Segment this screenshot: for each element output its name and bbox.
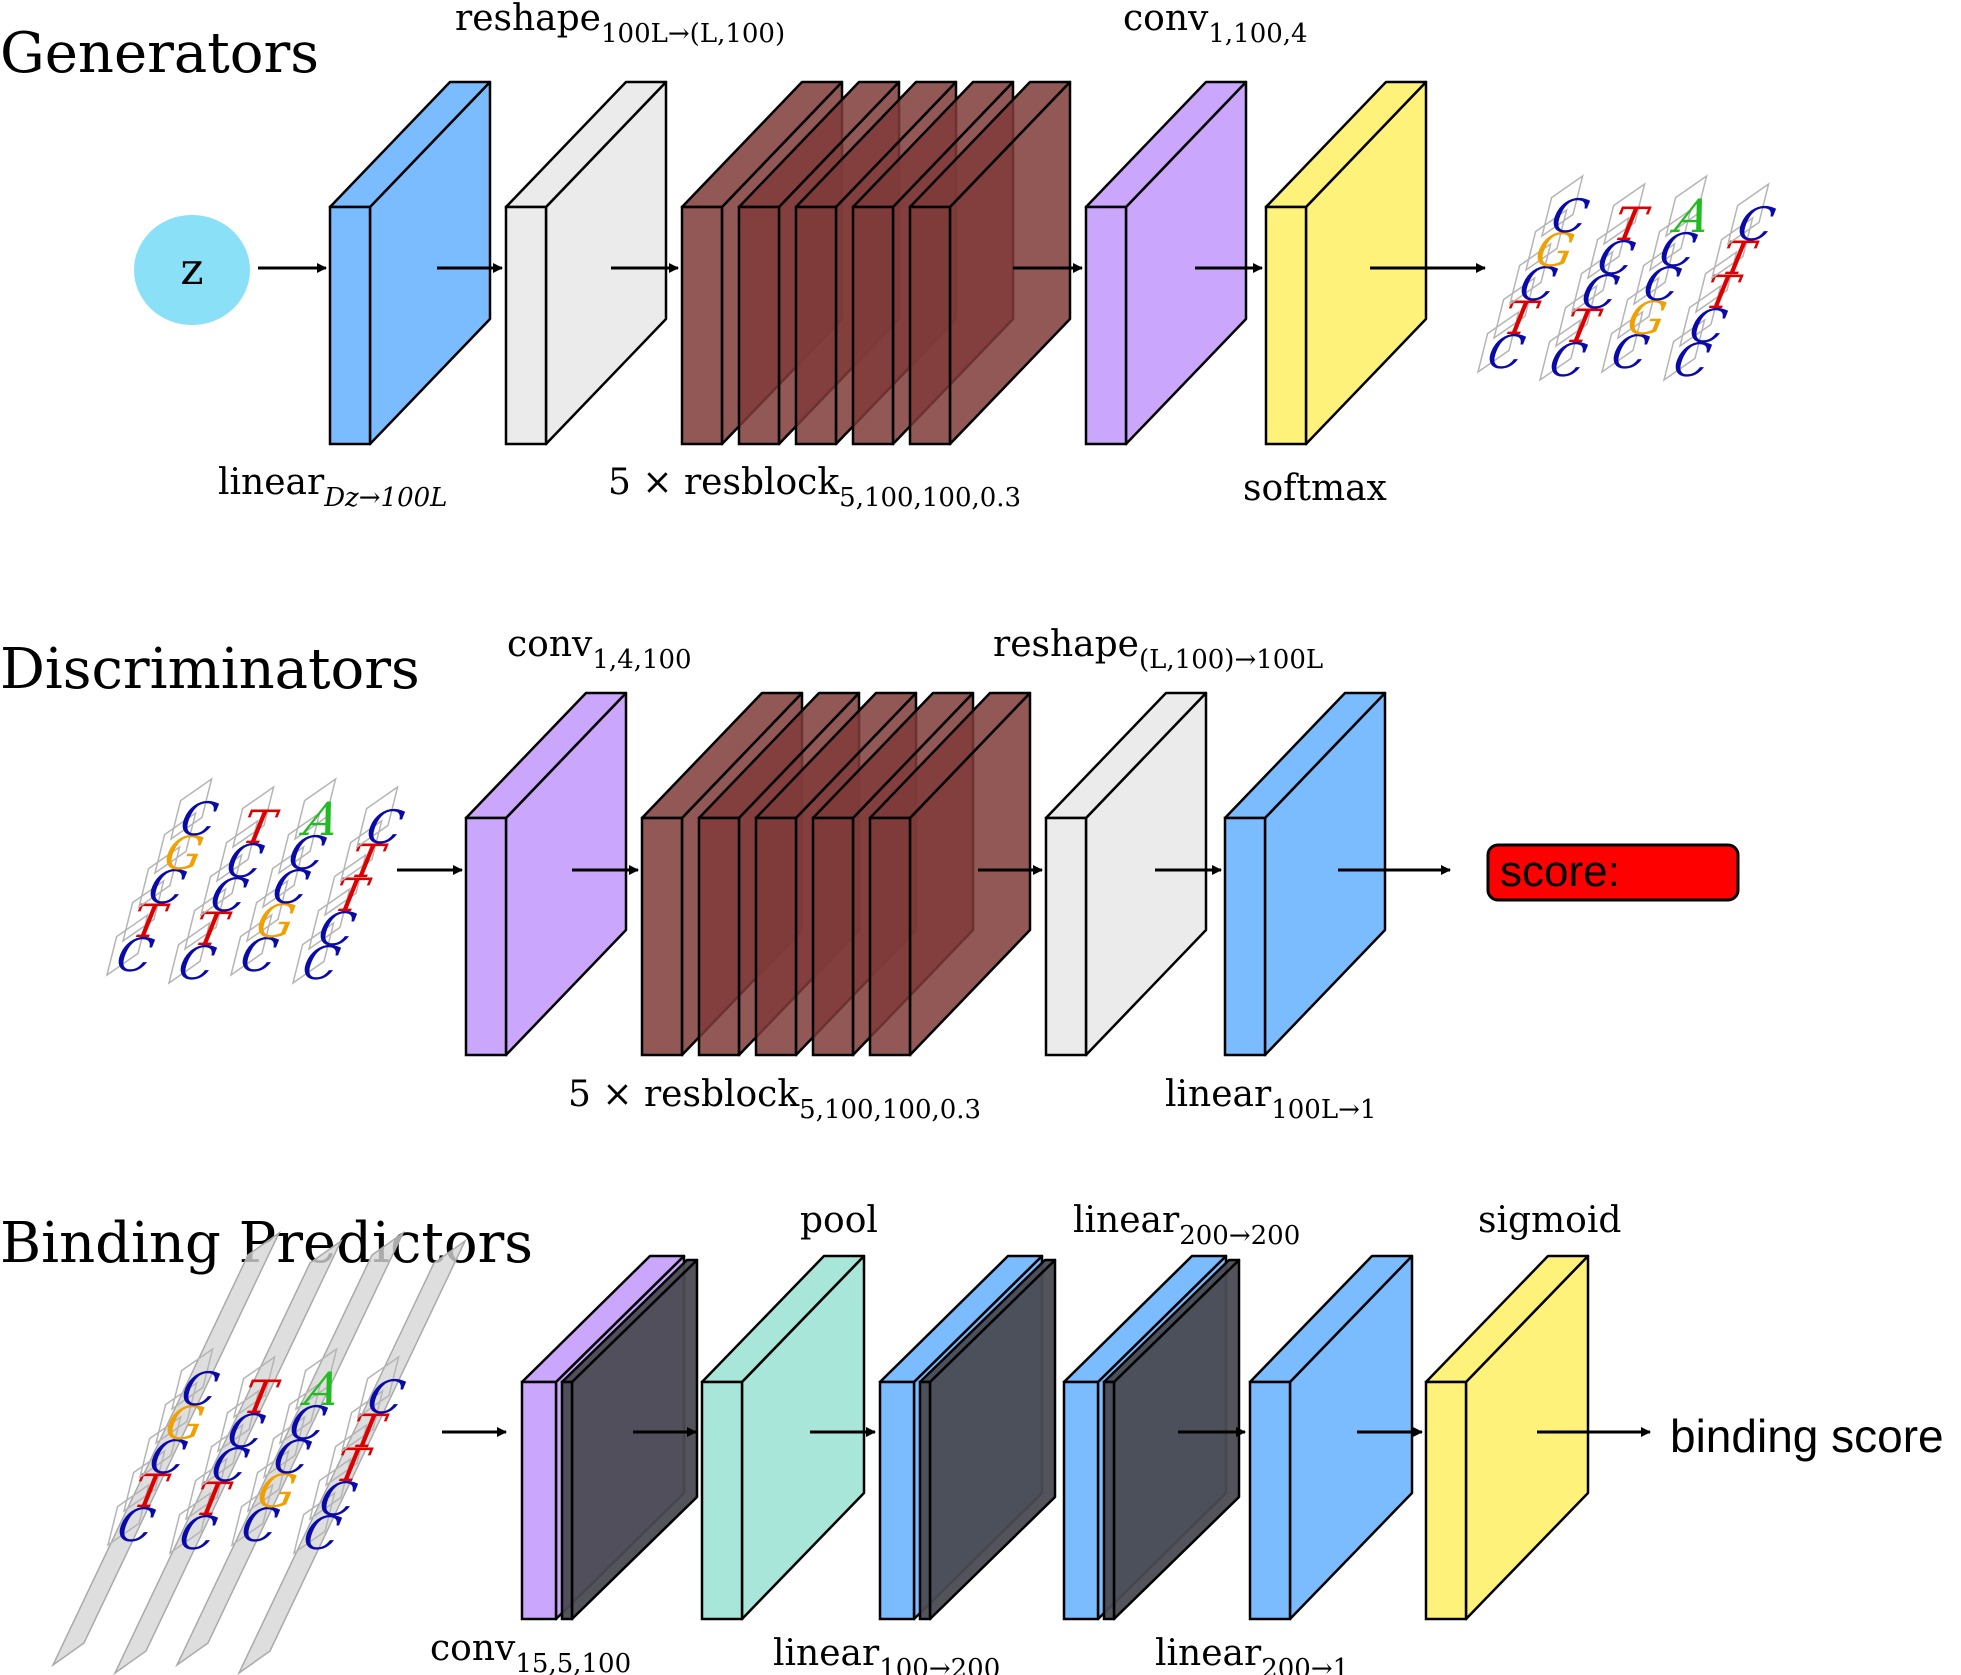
bind-linear-top-label: linear200→200 — [1073, 1200, 1300, 1251]
resblock-slab — [868, 691, 1032, 1057]
nucleotide-letter: T — [1603, 199, 1655, 252]
discriminator-linear-slab — [1223, 691, 1387, 1057]
generator-conv-slab — [1084, 80, 1248, 446]
nucleotide-letter: C — [1727, 199, 1784, 252]
binding-pool-layer — [700, 1254, 866, 1621]
gen-reshape-label: reshape100L→(L,100) — [455, 0, 785, 49]
binding-linear-a-activation-slab — [918, 1258, 1057, 1621]
generator-reshape-slab — [504, 80, 668, 446]
nucleotide-letter: C — [170, 794, 227, 847]
nucleotide-letter: C — [171, 1364, 228, 1417]
generator-linear-slab — [328, 80, 492, 446]
resblock-slab — [908, 80, 1072, 446]
binding-linear-b-slab — [1248, 1254, 1414, 1621]
generator-latent-node: z — [134, 215, 250, 325]
generator-conv-layer — [1084, 80, 1248, 446]
binding-linear-100-200-layer — [878, 1254, 1057, 1621]
binding-sigmoid-layer — [1424, 1254, 1590, 1621]
nucleotide-letter: T — [232, 802, 284, 855]
gen-resblock-label: 5 × resblock5,100,100,0.3 — [608, 462, 1021, 513]
score-label: score: — [1500, 847, 1620, 896]
disc-reshape-label: reshape(L,100)→100L — [993, 624, 1323, 675]
discriminator-conv-slab — [464, 691, 628, 1057]
nucleotide-letter: T — [233, 1372, 285, 1425]
bind-linear-a-label: linear100→200 — [773, 1633, 1000, 1675]
discriminator-score-output: score: — [1486, 843, 1740, 902]
gen-softmax-label: softmax — [1243, 468, 1387, 509]
binding-score-output-label: binding score — [1670, 1410, 1944, 1462]
bind-sigmoid-label: sigmoid — [1478, 1200, 1621, 1241]
discriminator-resblock-stack — [640, 691, 1032, 1057]
nucleotide-letter: A — [294, 1364, 350, 1417]
section-title-generators: Generators — [0, 21, 319, 86]
disc-conv-label: conv1,4,100 — [507, 624, 692, 675]
gen-linear-label: linearDz→100L — [218, 462, 447, 513]
generator-resblock-stack — [680, 80, 1072, 446]
disc-linear-label: linear100L→1 — [1165, 1074, 1376, 1125]
bind-conv-label: conv15,5,100 — [430, 1628, 631, 1675]
generator-softmax-layer — [1264, 80, 1428, 446]
discriminator-reshape-slab — [1044, 691, 1208, 1057]
binding-pool-slab — [700, 1254, 866, 1621]
gen-conv-label: conv1,100,4 — [1123, 0, 1308, 49]
latent-z-label: z — [180, 244, 203, 295]
binding-sigmoid-slab — [1424, 1254, 1590, 1621]
generator-linear-layer — [328, 80, 492, 446]
binding-linear-200-1-layer — [1248, 1254, 1414, 1621]
bind-pool-label: pool — [800, 1200, 878, 1241]
binding-linear-200-200-layer — [1062, 1254, 1241, 1621]
discriminator-reshape-layer — [1044, 691, 1208, 1057]
bind-linear-b-label: linear200→1 — [1155, 1633, 1349, 1675]
discriminator-conv-layer — [464, 691, 628, 1057]
disc-resblock-label: 5 × resblock5,100,100,0.3 — [568, 1074, 981, 1125]
generator-reshape-layer — [504, 80, 668, 446]
nucleotide-letter: C — [1541, 191, 1598, 244]
nucleotide-letter: A — [293, 794, 349, 847]
binding-linear-top-activation-slab — [1102, 1258, 1241, 1621]
section-title-discriminators: Discriminators — [0, 637, 420, 702]
nucleotide-letter: C — [356, 802, 413, 855]
nucleotide-letter: A — [1664, 191, 1720, 244]
nucleotide-letter: C — [357, 1372, 414, 1425]
binding-conv-activation-slab — [560, 1258, 699, 1621]
binding-conv-layer — [520, 1254, 699, 1621]
discriminator-linear-layer — [1223, 691, 1387, 1057]
generator-softmax-slab — [1264, 80, 1428, 446]
